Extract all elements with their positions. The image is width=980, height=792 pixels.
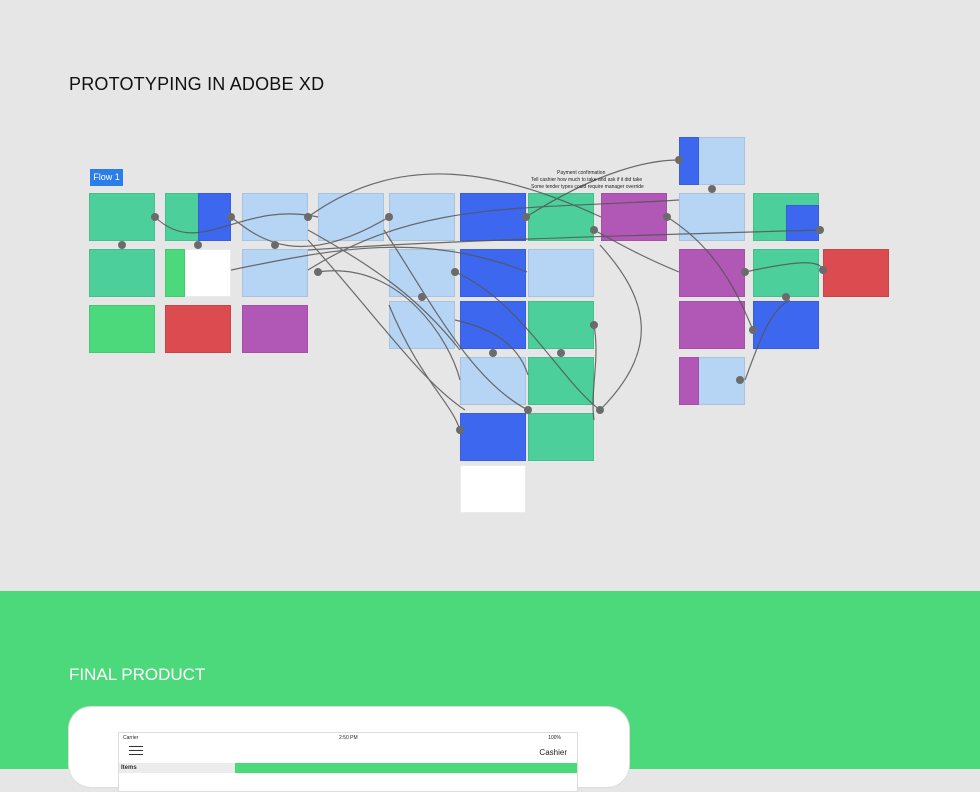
artboard[interactable]: [165, 249, 185, 297]
artboard[interactable]: [242, 305, 308, 353]
content-header-bar: [235, 763, 577, 773]
carrier-label: Carrier: [123, 735, 139, 741]
artboard[interactable]: [528, 357, 594, 405]
artboard[interactable]: [89, 249, 155, 297]
tablet-screen: Carrier 2:50 PM 100% Cashier Items: [118, 732, 578, 792]
artboard[interactable]: [823, 249, 889, 297]
artboard[interactable]: [528, 249, 594, 297]
section-title: FINAL PRODUCT: [69, 665, 206, 684]
section-title: PROTOTYPING IN ADOBE XD: [69, 74, 325, 94]
header-title: Cashier: [539, 748, 567, 757]
note-line: Tell cashier how much to take and ask if…: [531, 177, 643, 183]
final-product-section: FINAL PRODUCT Carrier 2:50 PM 100% Cashi…: [0, 591, 980, 792]
artboard[interactable]: [165, 305, 231, 353]
artboard[interactable]: [786, 205, 819, 241]
artboard[interactable]: [528, 193, 594, 241]
artboard[interactable]: [460, 465, 526, 513]
artboard[interactable]: [528, 301, 594, 349]
artboard[interactable]: [89, 305, 155, 353]
artboard[interactable]: [89, 193, 155, 241]
prototype-section: PROTOTYPING IN ADOBE XD Flow 1: [69, 74, 889, 513]
artboard[interactable]: [679, 301, 745, 349]
artboard[interactable]: [460, 357, 526, 405]
flow-badge[interactable]: Flow 1: [90, 169, 123, 186]
prototype-note: Payment confirmation Tell cashier how mu…: [531, 170, 644, 191]
time-label: 2:50 PM: [339, 735, 358, 741]
artboard[interactable]: [679, 357, 699, 405]
battery-label: 100%: [548, 735, 561, 741]
artboard[interactable]: [753, 301, 819, 349]
items-heading: Items: [119, 763, 235, 773]
artboard[interactable]: [318, 193, 384, 241]
tablet-device: Carrier 2:50 PM 100% Cashier Items: [69, 707, 629, 792]
hamburger-menu-icon[interactable]: [129, 746, 143, 756]
note-line: Some tender types could require manager …: [531, 184, 644, 190]
status-bar: Carrier 2:50 PM 100%: [119, 733, 577, 743]
artboard[interactable]: [460, 301, 526, 349]
prototype-wires: [118, 156, 827, 434]
artboard[interactable]: [753, 249, 819, 297]
artboard[interactable]: [460, 249, 526, 297]
artboard[interactable]: [198, 193, 231, 241]
artboard[interactable]: [528, 413, 594, 461]
note-line: Payment confirmation: [557, 170, 606, 176]
artboard[interactable]: [460, 413, 526, 461]
